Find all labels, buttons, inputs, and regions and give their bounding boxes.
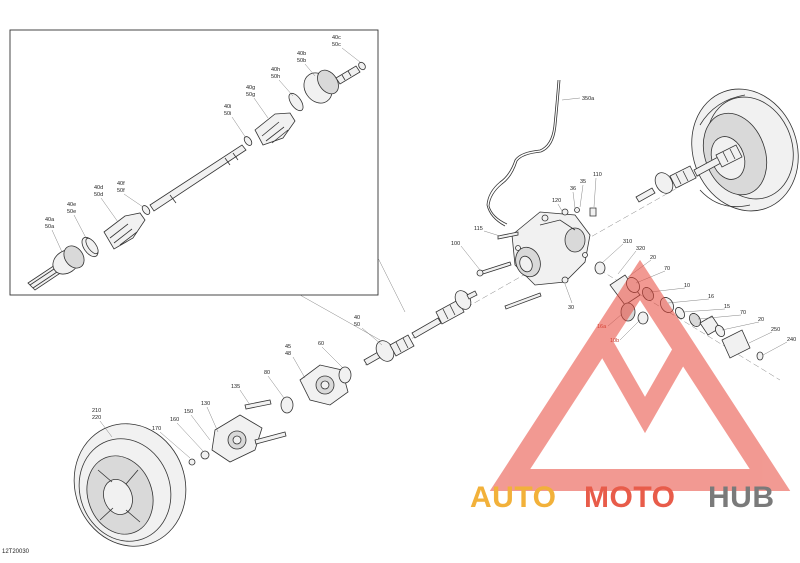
- svg-text:40: 40: [354, 315, 360, 321]
- svg-text:40h: 40h: [271, 67, 280, 73]
- watermark-logo: [489, 259, 791, 491]
- svg-text:40a: 40a: [45, 217, 55, 223]
- label-10: 10: [684, 283, 690, 289]
- breather-hose: [486, 79, 559, 227]
- inset-axle-shaft: [149, 144, 247, 212]
- svg-text:220: 220: [92, 415, 101, 421]
- inset-drive-shaft: [27, 61, 366, 291]
- inset-clamp-ring-b: [288, 92, 304, 112]
- wheel-left: [73, 423, 187, 547]
- inset-snap-ring: [358, 61, 366, 71]
- inset-boot-outer: [103, 212, 146, 250]
- cotter-170: [188, 458, 196, 466]
- label-350a: 350a: [582, 96, 595, 102]
- main-labels: 120 36 35 110 115 100 310 320 20 70 10 1…: [92, 172, 796, 459]
- pinion-centerline: [599, 269, 781, 381]
- drawing-code: 12T20030: [2, 549, 30, 555]
- differential-housing: [511, 211, 591, 286]
- label-80: 80: [264, 370, 270, 376]
- svg-text:50a: 50a: [45, 224, 55, 230]
- hub-flange: [188, 399, 287, 466]
- svg-text:40i: 40i: [224, 104, 231, 110]
- label-60: 60: [318, 341, 324, 347]
- watermark-m-shape-icon: [597, 340, 693, 434]
- label-20a: 20: [650, 255, 656, 261]
- inset-inner-cv-joint: [303, 65, 361, 104]
- label-35: 35: [580, 179, 586, 185]
- nut-160: [200, 450, 210, 460]
- watermark-auto: AUTO: [470, 481, 556, 514]
- label-130: 130: [201, 401, 210, 407]
- svg-text:40b: 40b: [297, 51, 306, 57]
- svg-text:50b: 50b: [297, 58, 306, 64]
- label-250: 250: [771, 327, 780, 333]
- label-110: 110: [593, 172, 602, 178]
- watermark-triangle-icon: [489, 259, 791, 491]
- label-320: 320: [636, 246, 645, 252]
- label-10b: 10b: [610, 338, 619, 344]
- drive-shaft-right: [635, 144, 743, 203]
- label-16: 16: [708, 294, 714, 300]
- label-240: 240: [787, 337, 796, 343]
- drive-shaft-center: [363, 290, 478, 366]
- label-150: 150: [184, 409, 193, 415]
- svg-text:40e: 40e: [67, 202, 76, 208]
- svg-text:50g: 50g: [246, 92, 255, 98]
- svg-text:50d: 50d: [94, 192, 103, 198]
- label-115: 115: [474, 226, 483, 232]
- inset-outer-cv-joint: [27, 245, 85, 291]
- watermark-moto: MOTO: [584, 481, 675, 514]
- bearing-80: [280, 396, 294, 414]
- watermark-text: AUTO MOTO HUB: [470, 481, 775, 514]
- svg-text:48: 48: [285, 351, 291, 357]
- svg-text:40g: 40g: [246, 85, 255, 91]
- svg-text:50h: 50h: [271, 74, 280, 80]
- svg-text:40d: 40d: [94, 185, 103, 191]
- housing-bolts: [476, 207, 597, 310]
- svg-text:40f: 40f: [117, 181, 125, 187]
- label-310: 310: [623, 239, 632, 245]
- svg-text:210: 210: [92, 408, 101, 414]
- label-70b: 70: [740, 310, 746, 316]
- label-20b: 20: [758, 317, 764, 323]
- label-15: 15: [724, 304, 730, 310]
- seal-10b: [637, 311, 649, 325]
- seal-310: [594, 261, 606, 275]
- svg-text:50i: 50i: [224, 111, 231, 117]
- svg-text:40c: 40c: [332, 35, 341, 41]
- watermark-hub: HUB: [708, 481, 775, 514]
- label-135: 135: [231, 384, 240, 390]
- svg-text:50f: 50f: [117, 188, 125, 194]
- svg-text:50: 50: [354, 322, 360, 328]
- label-30: 30: [568, 305, 574, 311]
- svg-text:50c: 50c: [332, 42, 341, 48]
- label-170: 170: [152, 426, 161, 432]
- knuckle-assembly: [280, 364, 352, 414]
- snap-ring-60: [338, 366, 352, 384]
- inset-small-clamp-a: [141, 205, 151, 215]
- svg-text:45: 45: [285, 344, 291, 350]
- label-160: 160: [170, 417, 179, 423]
- label-100: 100: [451, 241, 460, 247]
- label-36: 36: [570, 186, 576, 192]
- svg-text:50e: 50e: [67, 209, 76, 215]
- inset-boot-inner: [254, 112, 296, 146]
- label-120: 120: [552, 198, 561, 204]
- label-70a: 70: [664, 266, 670, 272]
